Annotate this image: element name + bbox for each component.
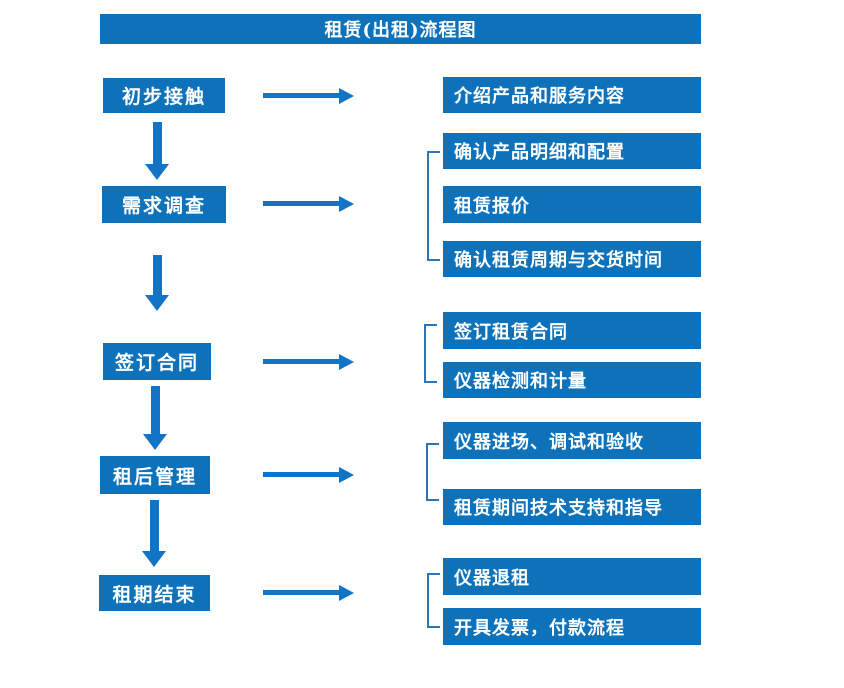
- arrow-shaft: [263, 590, 339, 595]
- detail-box-introduce-products: 介绍产品和服务内容: [443, 77, 701, 113]
- arrow-down-icon: [142, 500, 166, 567]
- arrow-shaft: [263, 472, 339, 477]
- arrow-head: [339, 467, 354, 483]
- page-title: 租赁(出租)流程图: [324, 20, 477, 41]
- step-box-post-rental-management: 租后管理: [100, 456, 210, 494]
- detail-box-instrument-return: 仪器退租: [443, 558, 701, 595]
- arrow-head: [339, 196, 354, 212]
- arrow-shaft: [263, 93, 339, 98]
- group-bracket: [426, 443, 439, 501]
- detail-box-instrument-inspection: 仪器检测和计量: [443, 362, 701, 398]
- detail-box-sign-rental-contract: 签订租赁合同: [443, 312, 701, 349]
- arrow-shaft: [153, 122, 162, 165]
- arrow-right-icon: [263, 467, 354, 483]
- step-box-initial-contact: 初步接触: [103, 78, 225, 113]
- arrow-shaft: [150, 500, 159, 552]
- arrow-shaft: [263, 201, 339, 206]
- title-bar: 租赁(出租)流程图: [100, 14, 701, 44]
- arrow-shaft: [151, 386, 160, 435]
- detail-box-instrument-setup-acceptance: 仪器进场、调试和验收: [443, 422, 701, 459]
- arrow-down-icon: [145, 122, 169, 180]
- arrow-shaft: [153, 255, 162, 296]
- arrow-head: [339, 88, 354, 104]
- step-box-sign-contract: 签订合同: [103, 343, 211, 380]
- step-box-demand-survey: 需求调查: [102, 186, 226, 223]
- arrow-right-icon: [263, 88, 354, 104]
- arrow-shaft: [263, 359, 339, 364]
- detail-box-invoice-payment: 开具发票，付款流程: [443, 608, 701, 645]
- step-box-lease-end: 租期结束: [99, 575, 210, 611]
- group-bracket: [427, 573, 440, 628]
- detail-box-rental-quote: 租赁报价: [443, 186, 701, 223]
- arrow-right-icon: [263, 585, 354, 601]
- arrow-down-icon: [143, 386, 167, 450]
- arrow-head: [145, 164, 169, 180]
- detail-box-confirm-product-config: 确认产品明细和配置: [443, 133, 701, 169]
- group-bracket: [427, 151, 440, 261]
- detail-box-confirm-period-delivery: 确认租赁周期与交货时间: [443, 241, 701, 277]
- arrow-head: [142, 551, 166, 567]
- arrow-head: [339, 354, 354, 370]
- group-bracket: [424, 324, 437, 383]
- arrow-down-icon: [145, 255, 169, 311]
- arrow-head: [339, 585, 354, 601]
- arrow-right-icon: [263, 196, 354, 212]
- arrow-head: [143, 434, 167, 450]
- detail-box-tech-support: 租赁期间技术支持和指导: [443, 489, 701, 525]
- arrow-head: [145, 295, 169, 311]
- arrow-right-icon: [263, 354, 354, 370]
